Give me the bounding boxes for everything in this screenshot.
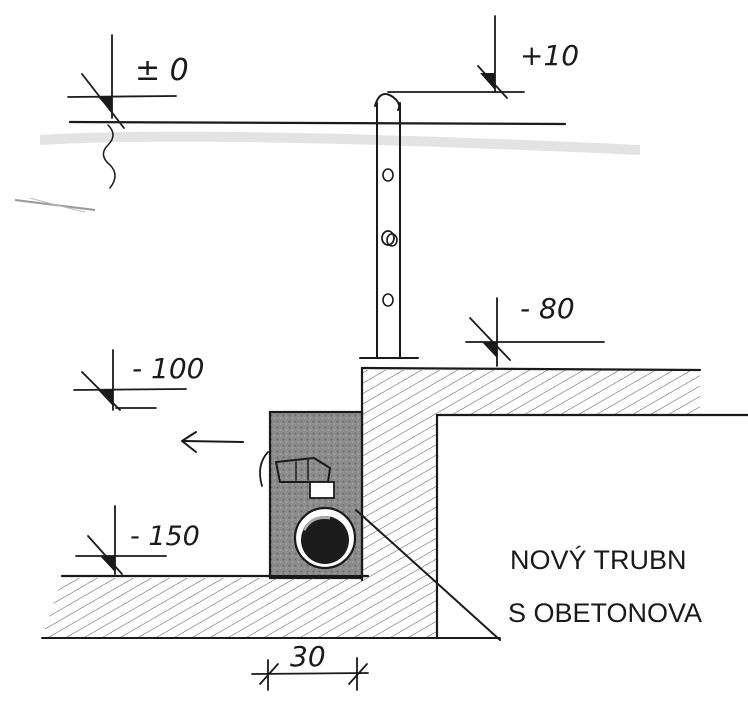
caption: NOVÝ TRUBN S OBETONOVA (508, 545, 702, 628)
caption-line-1: NOVÝ TRUBN (510, 545, 687, 575)
ground-surface (14, 120, 641, 213)
drainage-channel (259, 410, 364, 580)
caption-line-2: S OBETONOVA (508, 598, 702, 628)
post (359, 93, 419, 359)
level-label-post-top: +10 (520, 39, 579, 72)
level-marker-ground: ± 0 (67, 34, 189, 129)
level-marker-channel-top: - 100 (73, 349, 204, 411)
level-label-channel-top: - 100 (132, 352, 204, 385)
dimension-label: 30 (290, 640, 326, 673)
level-label-slab-top: - 80 (520, 292, 575, 325)
level-label-ground: ± 0 (135, 53, 189, 88)
level-marker-slab-top: - 80 (465, 292, 605, 367)
flow-arrow (181, 431, 244, 453)
dimension-width: 30 (251, 640, 369, 691)
foundation (41, 574, 501, 639)
level-marker-channel-bottom: - 150 (75, 505, 200, 575)
level-marker-post-top: +10 (387, 15, 579, 99)
caption-leader (355, 509, 501, 641)
level-label-channel-bottom: - 150 (130, 521, 200, 552)
